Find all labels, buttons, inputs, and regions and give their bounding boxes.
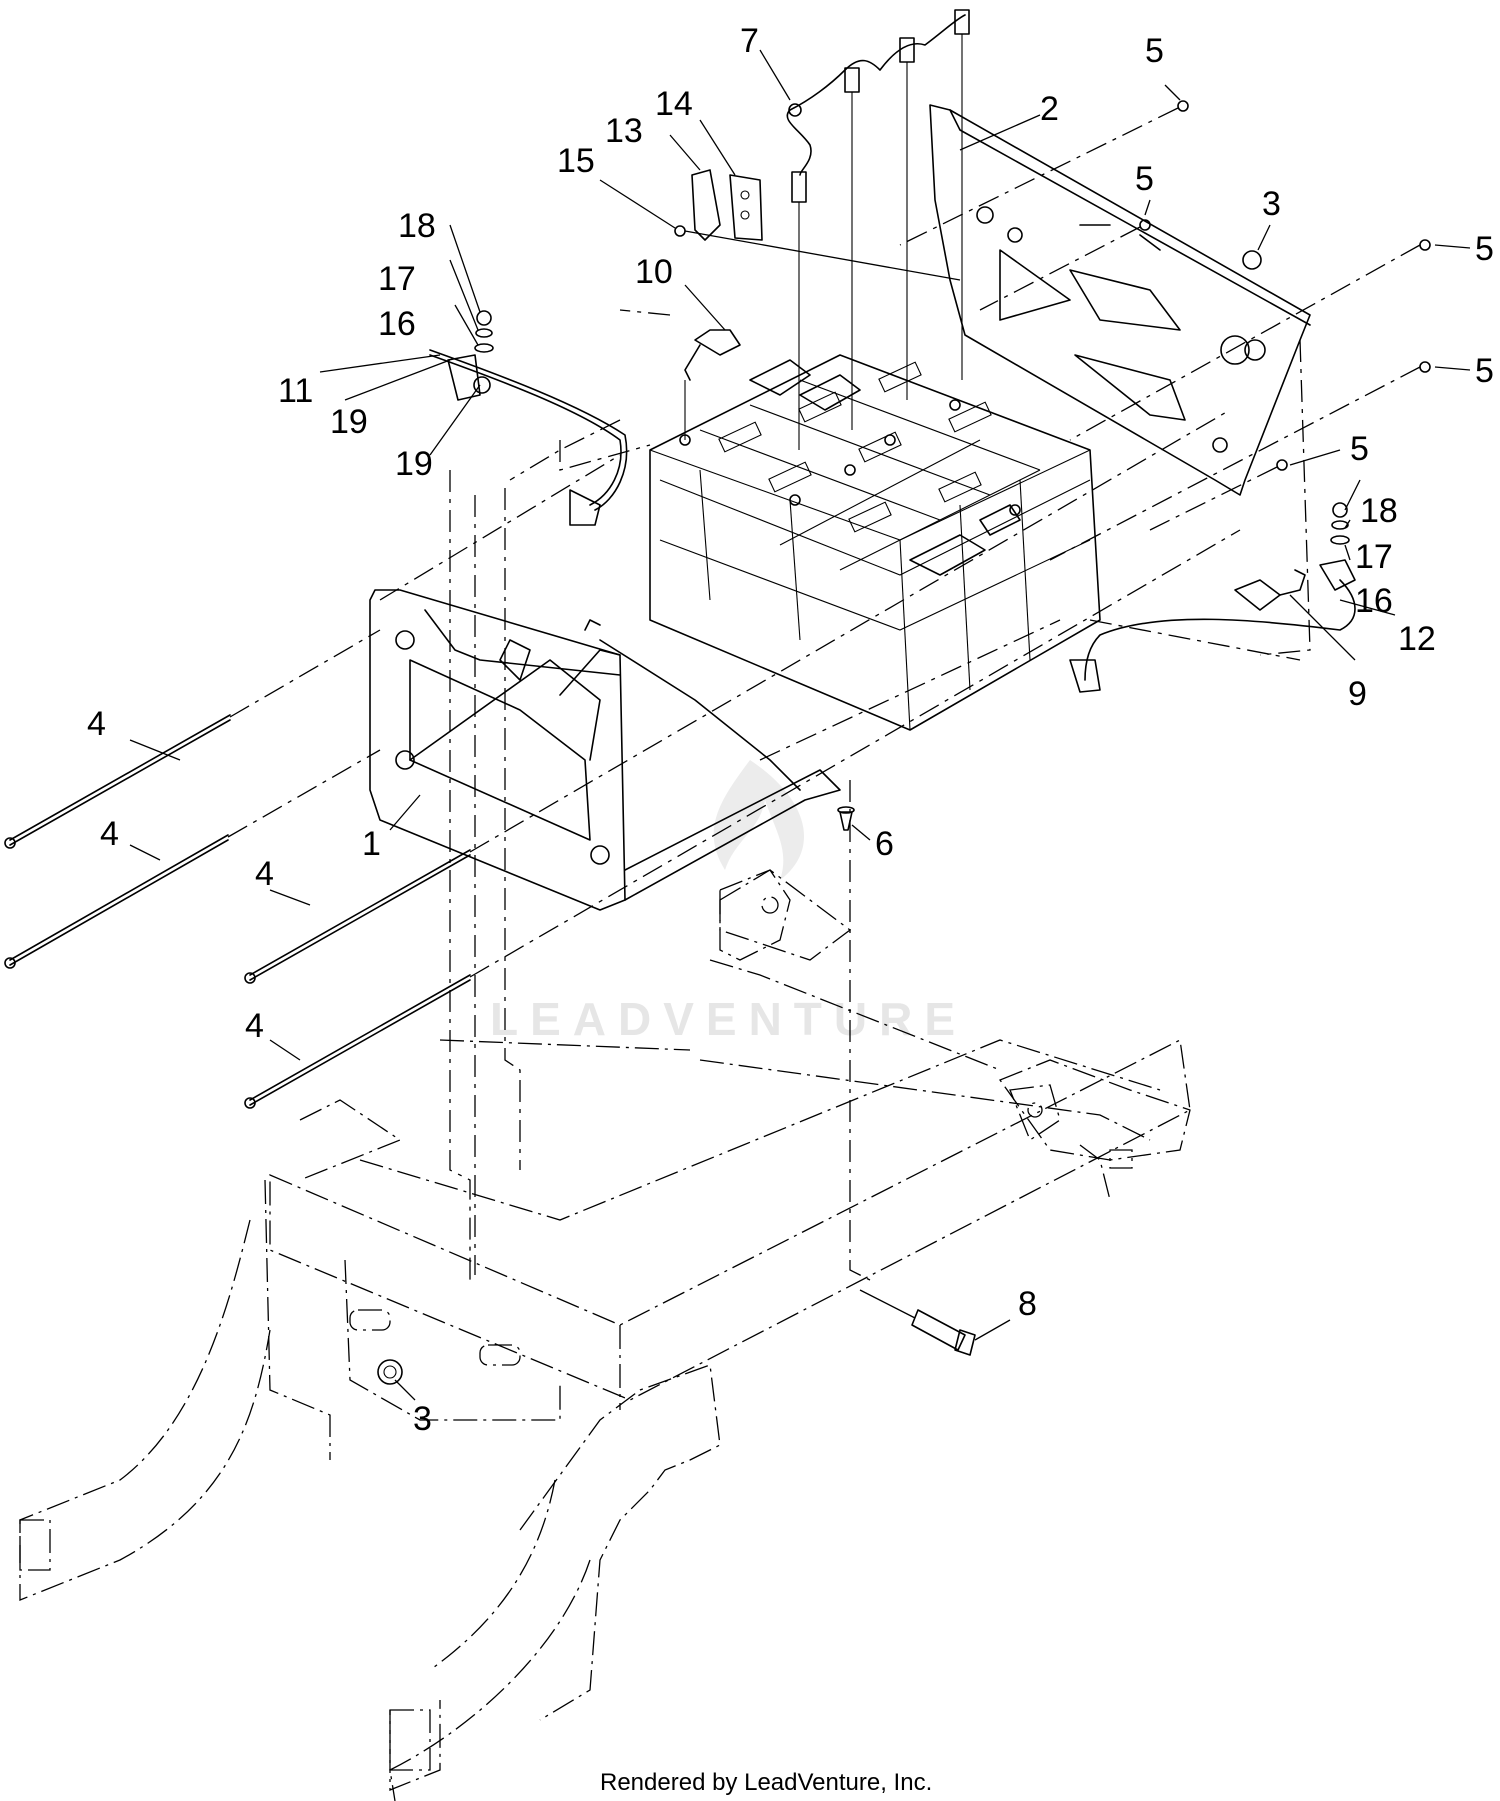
leadventure-watermark: LEADVENTURE: [490, 760, 967, 1045]
callout-4-first: 4: [87, 705, 106, 743]
callout-3-upper: 3: [1262, 185, 1281, 223]
cable-9: [1234, 569, 1306, 611]
callout-12: 12: [1398, 620, 1436, 658]
screw-15: [674, 225, 961, 281]
callout-5-top: 5: [1145, 32, 1164, 70]
hardware-right-16-17-18: [1330, 502, 1350, 545]
callout-3-lower: 3: [413, 1400, 432, 1438]
callout-19-lower: 19: [395, 445, 433, 483]
callout-10: 10: [635, 253, 673, 291]
callout-17-right: 17: [1355, 538, 1393, 576]
callout-5-bottom: 5: [1350, 430, 1369, 468]
cable-10: [684, 329, 741, 440]
callout-19-upper: 19: [330, 403, 368, 441]
callout-5-right-upper: 5: [1475, 230, 1494, 268]
callout-9: 9: [1348, 675, 1367, 713]
callout-6: 6: [875, 825, 894, 863]
chassis-frame: [19, 869, 1191, 1801]
callout-18-right: 18: [1360, 492, 1398, 530]
callout-1: 1: [362, 825, 381, 863]
clip-14: [729, 174, 763, 241]
callout-15: 15: [557, 142, 595, 180]
hardware-left-16-17-18: [474, 310, 494, 353]
callout-14: 14: [655, 85, 693, 123]
callouts: 1 2 3 3 4 4 4 4 5 5 5 5 5 6 7 8 9 10 11 …: [87, 22, 1494, 1438]
callout-16-left: 16: [378, 305, 416, 343]
rod-4-set: [4, 714, 471, 1109]
callout-17-left: 17: [378, 260, 416, 298]
callout-8: 8: [1018, 1285, 1037, 1323]
callout-2: 2: [1040, 90, 1059, 128]
watermark-text: LEADVENTURE: [490, 993, 967, 1045]
alignment-lines: [227, 107, 1421, 1281]
callout-4-second: 4: [100, 815, 119, 853]
bolt-8: [859, 1289, 976, 1356]
callout-18-left: 18: [398, 207, 436, 245]
callout-4-third: 4: [255, 855, 274, 893]
nut-3-lower: [377, 1359, 403, 1385]
screw-6: [837, 806, 855, 831]
callout-11: 11: [278, 372, 313, 410]
render-credit: Rendered by LeadVenture, Inc.: [600, 1769, 932, 1796]
callout-7: 7: [740, 22, 759, 60]
callout-5-second: 5: [1135, 160, 1154, 198]
battery-tray: [369, 589, 841, 911]
clamp-13: [691, 169, 721, 241]
nut-3-upper: [1242, 250, 1262, 270]
callout-16-right: 16: [1355, 582, 1393, 620]
callout-13: 13: [605, 112, 643, 150]
cable-11: [429, 349, 628, 526]
callout-leaders: [129, 49, 1471, 1401]
sensor-harness: [786, 9, 970, 450]
frame-mount-bracket: [719, 869, 1061, 1141]
callout-5-right-lower: 5: [1475, 352, 1494, 390]
cable-12: [1069, 559, 1356, 693]
callout-4-fourth: 4: [245, 1007, 264, 1045]
hold-down-plate: [929, 104, 1311, 496]
battery-pack: [649, 354, 1101, 731]
